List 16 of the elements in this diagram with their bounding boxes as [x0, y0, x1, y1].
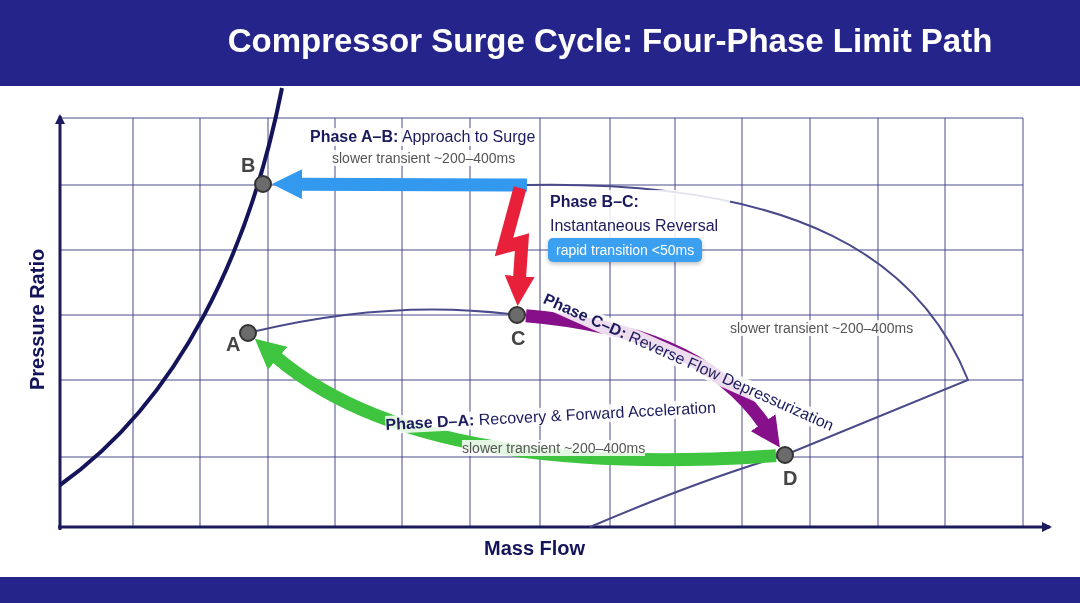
timing-note: slower transient ~200–400ms	[730, 320, 914, 336]
timing-note: slower transient ~200–400ms	[462, 440, 646, 456]
point-label: D	[783, 467, 798, 490]
point-label: A	[226, 333, 241, 356]
timing-note: slower transient ~200–400ms	[332, 150, 516, 166]
arrow	[272, 169, 528, 200]
axis-label: Pressure Ratio	[26, 248, 49, 390]
arrow	[253, 340, 777, 467]
title: Compressor Surge Cycle: Four-Phase Limit Path	[226, 22, 994, 60]
edge-label: Phase A–B: Approach to Surge	[310, 128, 536, 146]
point-label: B	[241, 154, 256, 177]
point-label: C	[511, 327, 526, 350]
arrow	[494, 186, 535, 306]
timing-badge: rapid transition <50ms	[548, 238, 703, 262]
edge-label: Phase B–C: Instantaneous Reversal	[550, 190, 730, 238]
axis-label: Mass Flow	[484, 537, 586, 560]
